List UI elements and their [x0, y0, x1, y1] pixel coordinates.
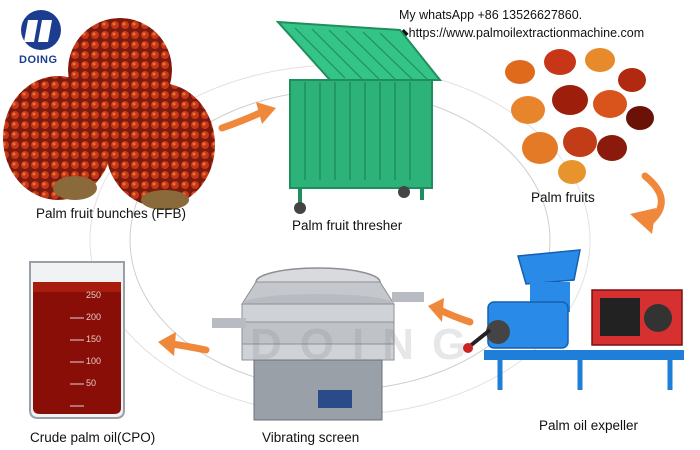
label-vibrating-screen: Vibrating screen: [262, 430, 360, 445]
label-palm-fruits: Palm fruits: [531, 190, 595, 205]
diamond-bullet-icon: ◆: [399, 26, 409, 40]
beaker-mark-100: 100: [86, 356, 102, 366]
website-line: ◆https://www.palmoilextractionmachine.co…: [399, 24, 644, 42]
beaker-mark-200: 200: [86, 312, 102, 322]
beaker-mark-150: 150: [86, 334, 102, 344]
label-palm-oil-expeller: Palm oil expeller: [539, 418, 639, 433]
beaker-mark-50: 50: [86, 378, 97, 388]
logo-text: DOING: [19, 54, 58, 66]
website-text: https://www.palmoilextractionmachine.com: [408, 26, 645, 40]
whatsapp-text: My whatsApp +86 13526627860.: [399, 8, 583, 22]
watermark-text: DOING: [250, 320, 485, 369]
label-crude-palm-oil: Crude palm oil(CPO): [30, 430, 156, 445]
logo-icon: [21, 10, 61, 50]
beaker-mark-250: 250: [86, 290, 102, 300]
label-palm-fruit-bunches: Palm fruit bunches (FFB): [36, 206, 187, 221]
label-palm-fruit-thresher: Palm fruit thresher: [292, 218, 403, 233]
doing-logo: DOING: [8, 8, 78, 68]
